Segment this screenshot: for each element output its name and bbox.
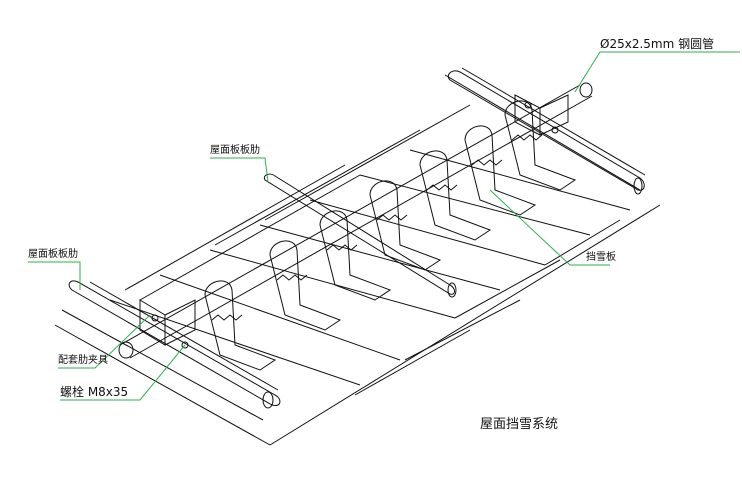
back-seam-rib bbox=[447, 67, 646, 195]
snow-plate-4 bbox=[369, 180, 442, 271]
steel-pipe bbox=[118, 82, 593, 359]
label-rib-top: 屋面板板肋 bbox=[210, 143, 260, 156]
label-pipe: Ø25x2.5mm 钢圆管 bbox=[600, 36, 714, 51]
callout-pipe: Ø25x2.5mm 钢圆管 bbox=[574, 36, 740, 93]
callout-clamp: 配套肋夹具 bbox=[58, 314, 151, 369]
snow-plate-7 bbox=[504, 100, 577, 191]
label-rib-left: 屋面板板肋 bbox=[28, 247, 78, 260]
snow-plate-5 bbox=[419, 150, 492, 241]
snow-plate-6 bbox=[464, 125, 537, 216]
rib-clamp-front bbox=[139, 299, 196, 349]
drawing-title: 屋面挡雪系统 bbox=[480, 417, 558, 432]
snow-guard-plates bbox=[204, 100, 577, 371]
snow-plate-3 bbox=[319, 210, 392, 301]
callout-rib-left: 屋面板板肋 bbox=[28, 247, 81, 290]
callout-snow-plate: 挡雪板 bbox=[489, 189, 616, 266]
snow-plate-2 bbox=[269, 240, 342, 331]
label-snow-plate: 挡雪板 bbox=[586, 250, 616, 263]
snow-plate-1 bbox=[204, 280, 277, 371]
callout-bolt: 螺栓 M8x35 bbox=[60, 344, 186, 401]
label-clamp: 配套肋夹具 bbox=[58, 353, 108, 366]
callout-rib-top: 屋面板板肋 bbox=[210, 143, 269, 183]
rib-clamp-back bbox=[514, 94, 569, 136]
label-bolt: 螺栓 M8x35 bbox=[60, 384, 128, 399]
middle-seam-rib bbox=[263, 173, 457, 298]
